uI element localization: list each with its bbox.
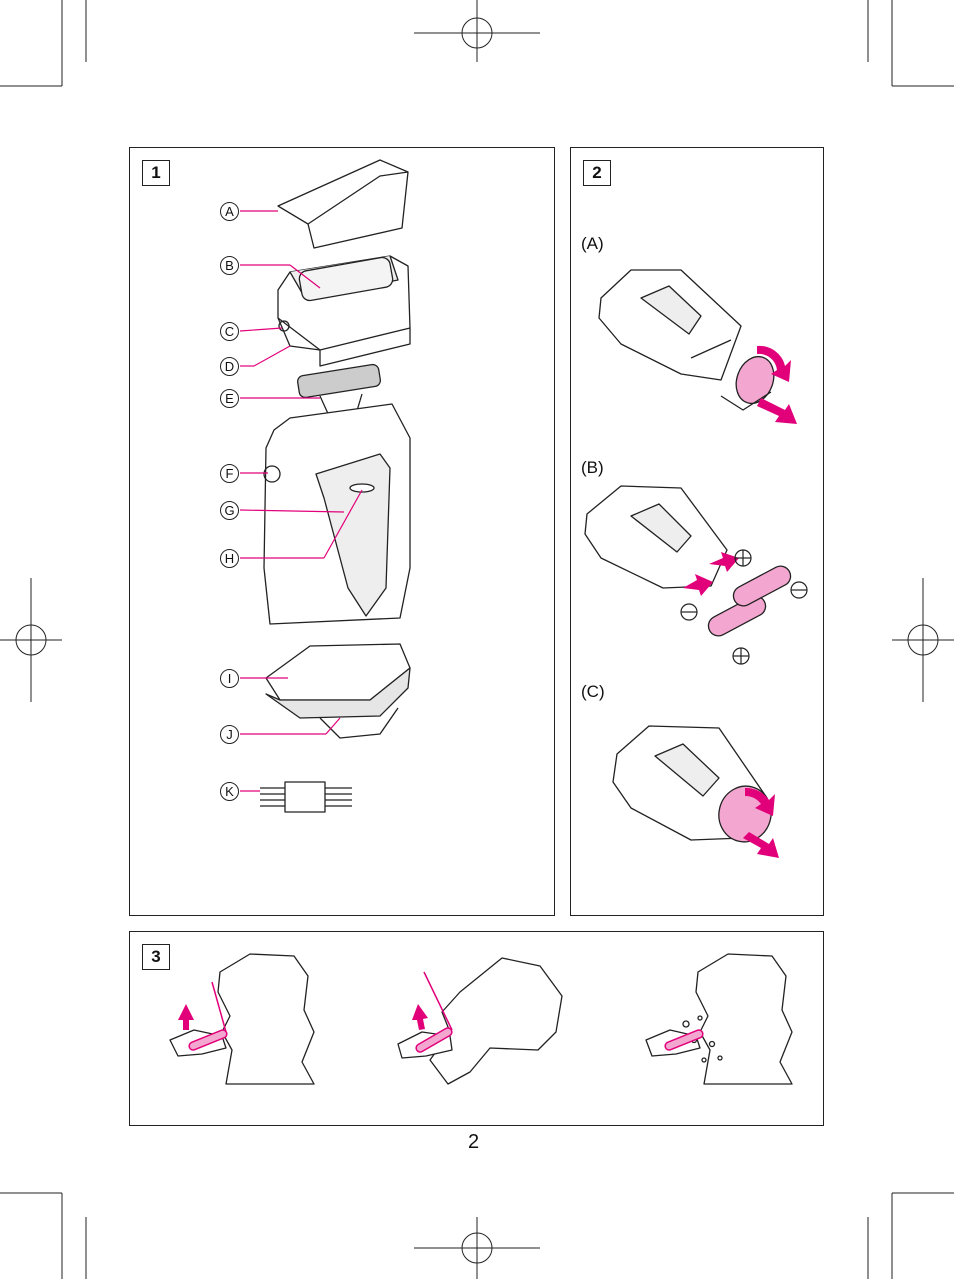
part-label-j: J xyxy=(220,725,239,744)
figure-3-panel: 3 xyxy=(129,931,824,1126)
battery-steps-diagram xyxy=(571,148,825,917)
part-label-c: C xyxy=(220,322,239,341)
part-label-e: E xyxy=(220,389,239,408)
page-number: 2 xyxy=(468,1131,479,1154)
part-label-f: F xyxy=(220,464,239,483)
part-label-h: H xyxy=(220,549,239,568)
part-label-d: D xyxy=(220,357,239,376)
shaving-usage-diagram xyxy=(130,932,825,1127)
part-label-g: G xyxy=(220,501,239,520)
shaver-exploded-diagram xyxy=(130,148,556,917)
part-label-k: K xyxy=(220,782,239,801)
figure-1-panel: 1 xyxy=(129,147,555,916)
part-label-i: I xyxy=(220,669,239,688)
part-label-a: A xyxy=(220,202,239,221)
figure-2-panel: 2 (A) (B) (C) xyxy=(570,147,824,916)
part-label-b: B xyxy=(220,256,239,275)
